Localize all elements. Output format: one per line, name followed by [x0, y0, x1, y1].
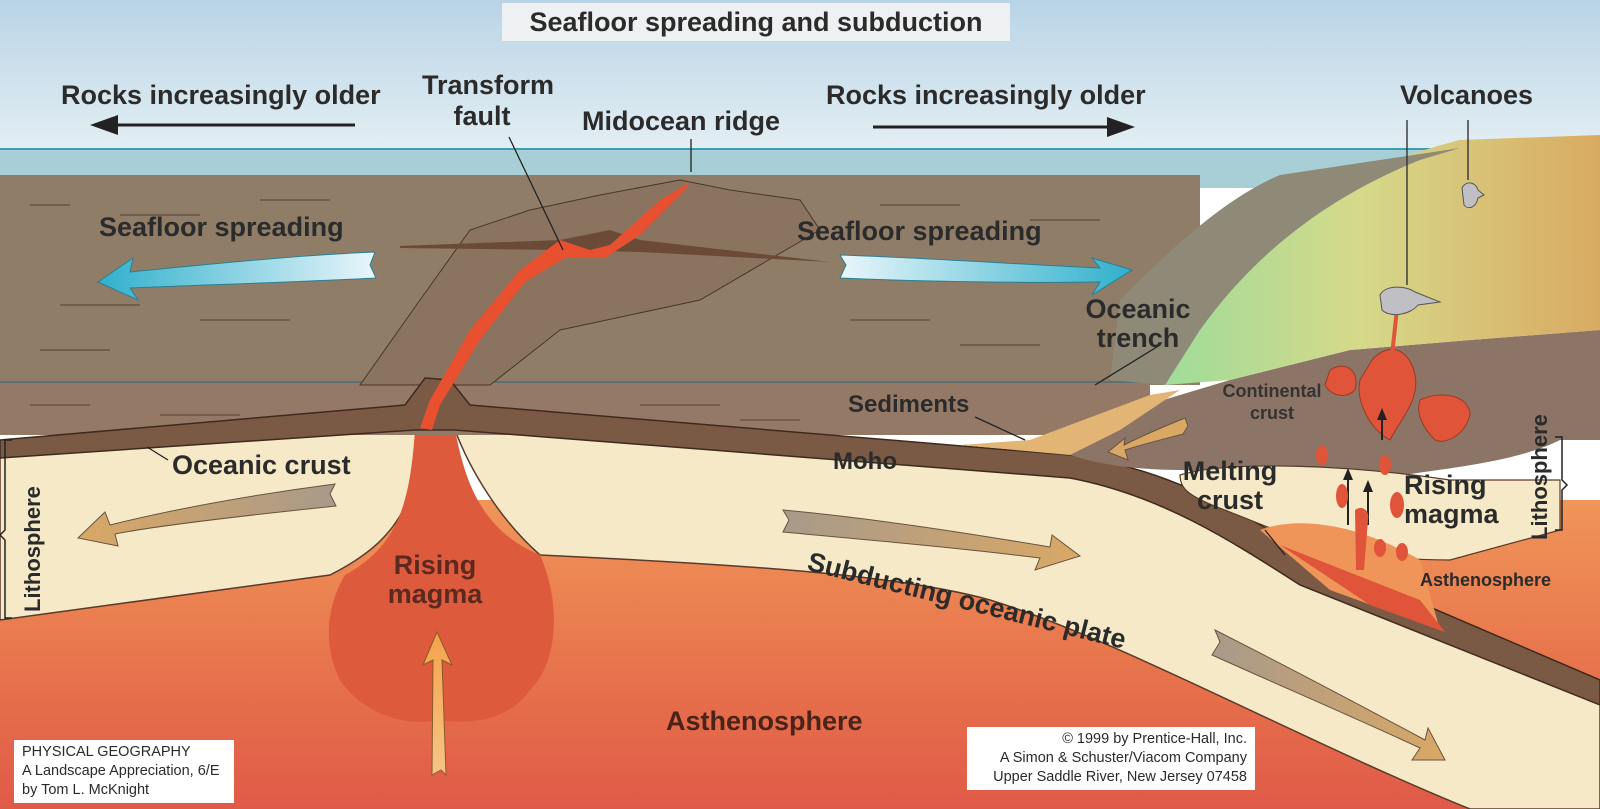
- continental-crust: [1070, 330, 1600, 490]
- trench-pointer: [1094, 344, 1161, 386]
- spreading-arrow-right: [839, 254, 1134, 296]
- label-rising-magma-right: Rising magma: [1404, 470, 1499, 529]
- label-transform-fault: Transform fault: [422, 70, 555, 131]
- label-moho: Moho: [833, 448, 897, 475]
- book-credit-box: PHYSICAL GEOGRAPHY A Landscape Appreciat…: [14, 740, 234, 803]
- label-seafloor-spreading-left: Seafloor spreading: [99, 212, 344, 242]
- label-rocks-older-left: Rocks increasingly older: [61, 80, 381, 110]
- lithosphere-left-brace: [0, 439, 12, 619]
- label-volcanoes: Volcanoes: [1400, 80, 1534, 110]
- diagram-title: Seafloor spreading and subduction: [529, 6, 983, 37]
- continent-surface: [1165, 135, 1600, 385]
- rising-magma-plume: [328, 430, 554, 722]
- plate-motion-arrow-left: [76, 483, 337, 547]
- label-seafloor-spreading-right: Seafloor spreading: [797, 216, 1042, 246]
- label-asthenosphere-right: Asthenosphere: [1420, 570, 1552, 590]
- label-oceanic-crust: Oceanic crust: [172, 450, 351, 480]
- diagram-title-box: Seafloor spreading and subduction: [502, 3, 1010, 41]
- label-oceanic-trench: Oceanic trench: [1085, 294, 1191, 353]
- lithosphere-right-brace: [1555, 436, 1569, 531]
- label-lithosphere-right: Lithosphere: [1527, 414, 1552, 540]
- transform-fault-pointer: [508, 136, 564, 251]
- copyright-box: © 1999 by Prentice-Hall, Inc. A Simon & …: [967, 727, 1255, 790]
- melting-crust-pointer: [1264, 529, 1286, 556]
- label-lithosphere-left: Lithosphere: [20, 486, 45, 612]
- label-melting-crust: Melting crust: [1182, 456, 1278, 515]
- plate-motion-arrow-right: [1211, 628, 1446, 761]
- oceanic-crust-pointer: [146, 446, 169, 461]
- ridge-lava: [420, 182, 690, 430]
- rocks-older-left-arrowhead: [90, 115, 118, 135]
- label-rising-magma-center: Rising magma: [387, 550, 483, 609]
- sediments-pointer: [974, 416, 1026, 441]
- label-midocean-ridge: Midocean ridge: [582, 106, 781, 136]
- spreading-arrow-left: [96, 251, 377, 302]
- label-continental-crust: Continental crust: [1222, 381, 1322, 423]
- plate-motion-arrow-center: [782, 509, 1082, 571]
- magma-rise-arrow: [422, 630, 454, 777]
- label-asthenosphere-main: Asthenosphere: [666, 706, 863, 736]
- continent-motion-arrow: [1107, 417, 1189, 461]
- label-sediments: Sediments: [848, 391, 970, 418]
- label-rocks-older-right: Rocks increasingly older: [826, 80, 1146, 110]
- rocks-older-right-arrowhead: [1107, 117, 1135, 137]
